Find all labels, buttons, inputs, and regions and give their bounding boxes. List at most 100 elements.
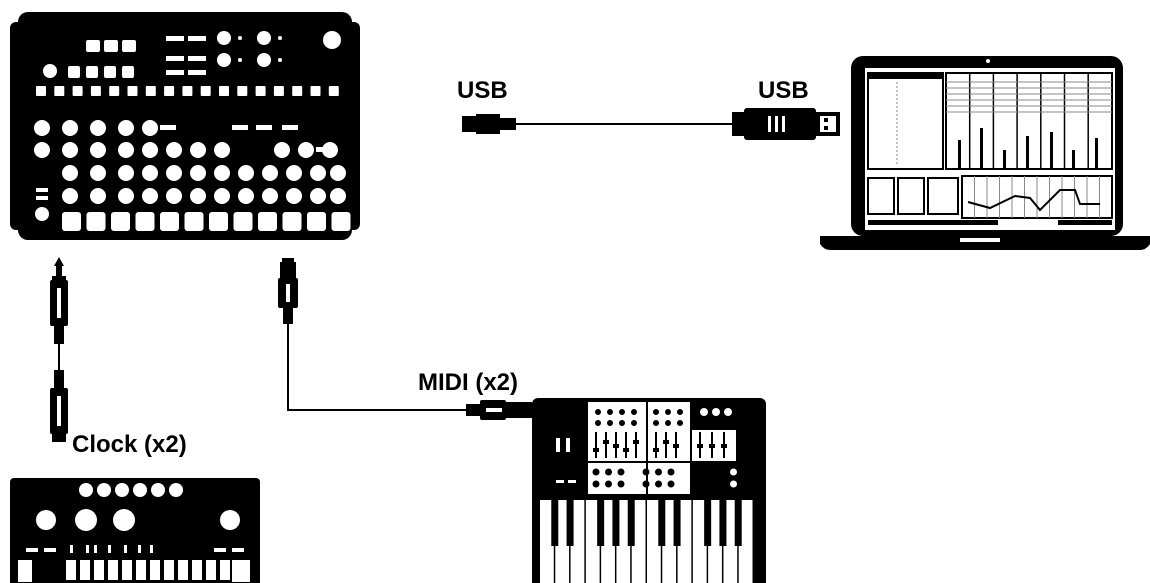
sequencer-pad-knob (330, 165, 346, 181)
synth-knob (730, 480, 737, 488)
synth-knob (595, 409, 601, 415)
sequencer-led-bar (188, 36, 206, 41)
sequencer-knob (35, 207, 49, 221)
sequencer-led-bar (166, 36, 184, 41)
synth-knob (592, 468, 600, 476)
sequencer-step-led (182, 86, 193, 96)
synth-fader-cap (697, 444, 703, 448)
sequencer-knob (257, 31, 271, 45)
sequencer-led-bar (232, 125, 248, 130)
synth-knob (642, 468, 650, 476)
sequencer-led-bar (188, 56, 206, 61)
synth-wheel (566, 438, 570, 452)
drum-step-button (232, 560, 250, 582)
laptop-device (820, 56, 1150, 250)
sequencer-step-led (127, 86, 138, 96)
sequencer-led-bar (166, 70, 184, 75)
sequencer-pad-knob (90, 165, 106, 181)
synth-fader-cap (663, 440, 669, 444)
sequencer-knob (217, 31, 231, 45)
synth-knob (680, 480, 687, 488)
sequencer-pad-knob (90, 188, 106, 204)
sequencer-knob (43, 64, 57, 78)
synthesizer-device (532, 398, 766, 583)
drum-step-button (108, 560, 118, 580)
sequencer-pad-knob (166, 188, 182, 204)
synth-knob (653, 420, 659, 426)
sequencer-pad (233, 212, 253, 231)
sequencer-step-led (328, 86, 339, 96)
daw-fader (1026, 136, 1029, 169)
clock-cable (50, 257, 68, 442)
drum-led-bar (232, 548, 244, 552)
sequencer-pad-knob (262, 188, 278, 204)
synth-black-key (704, 500, 712, 546)
synth-black-key (551, 500, 559, 546)
synth-knob (680, 468, 687, 476)
drum-led (79, 483, 93, 497)
synth-knob (677, 420, 683, 426)
synth-knob (667, 480, 675, 488)
sequencer-pad-knob (142, 120, 158, 136)
sequencer-pad-knob (330, 188, 346, 204)
sequencer-button (122, 66, 134, 78)
synth-white-key (570, 500, 585, 583)
synth-knob (592, 480, 600, 488)
sequencer-led-bar (166, 56, 184, 61)
sequencer-pad (62, 212, 81, 231)
synth-white-key (662, 500, 677, 583)
sequencer-step-led (90, 86, 101, 96)
daw-fader (958, 140, 961, 169)
sequencer-led-bar (188, 70, 206, 75)
synth-black-key (719, 500, 727, 546)
sequencer-button (86, 66, 98, 78)
sequencer-pad (135, 212, 155, 231)
synth-knob (617, 468, 625, 476)
usb-cable (462, 108, 840, 140)
drum-machine-device (10, 478, 260, 583)
synth-knob (607, 420, 613, 426)
synth-white-key (723, 500, 738, 583)
synth-black-key (566, 500, 574, 546)
drum-led (151, 483, 165, 497)
synth-knob (677, 409, 683, 415)
sequencer-step-led (237, 86, 248, 96)
synth-white-key (555, 500, 570, 583)
synth-knob (619, 409, 625, 415)
drum-knob (75, 509, 97, 531)
synth-knob (705, 480, 712, 488)
synth-knob (595, 420, 601, 426)
synth-black-key (658, 500, 666, 546)
drum-step-button (192, 560, 202, 580)
synth-white-key (692, 500, 707, 583)
sequencer-pad-knob (62, 142, 78, 158)
drum-led (133, 483, 147, 497)
sequencer-button (122, 40, 136, 52)
drum-led-bar (26, 548, 38, 552)
sequencer-pad-knob (274, 142, 290, 158)
sequencer-pad-knob (62, 165, 78, 181)
daw-fader (1050, 132, 1053, 169)
synth-knob (642, 480, 650, 488)
sequencer-device (10, 12, 360, 240)
sequencer-pad-knob (298, 142, 314, 158)
sequencer-pad-knob (214, 142, 230, 158)
sequencer-pad-knob (238, 165, 254, 181)
drum-step-button (66, 560, 76, 580)
sequencer-led-bar (36, 196, 48, 200)
synth-led-bar (568, 480, 576, 483)
synth-black-key (734, 500, 742, 546)
drum-led-bar (214, 548, 226, 552)
sequencer-led-bar (316, 147, 330, 152)
synth-white-key (601, 500, 615, 583)
sequencer-pad-knob (238, 188, 254, 204)
sequencer-pad-knob (166, 165, 182, 181)
synth-knob (665, 409, 671, 415)
sequencer-pad-knob (34, 120, 50, 136)
synth-white-key (631, 500, 646, 583)
drum-step-button (94, 560, 104, 580)
drum-led (169, 483, 183, 497)
synth-knob (605, 480, 612, 488)
drum-led-bar (44, 548, 56, 552)
